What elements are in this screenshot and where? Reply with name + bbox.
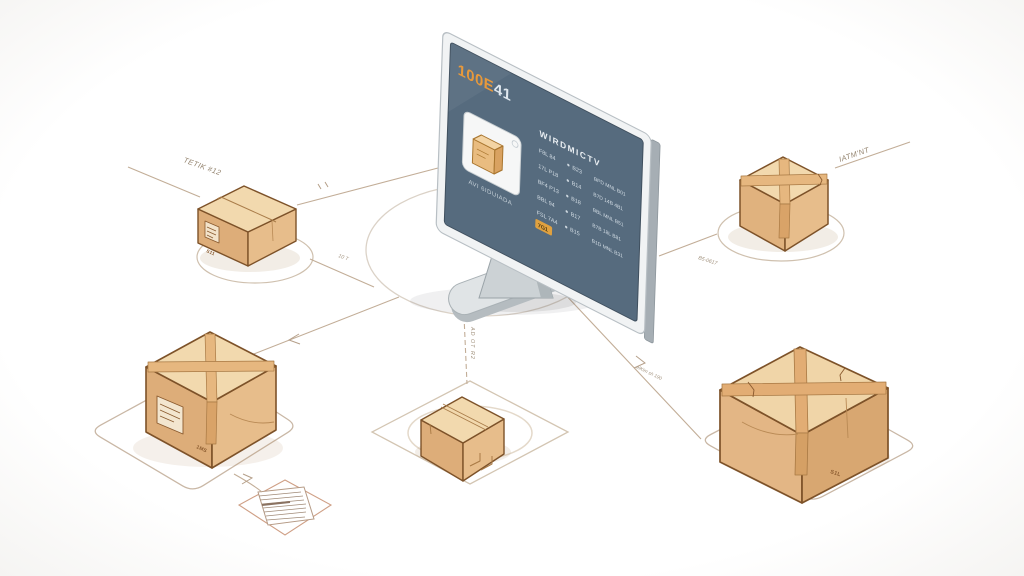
flow-arrowheads bbox=[241, 181, 646, 485]
connector-ne-hub bbox=[658, 233, 718, 257]
tape-strip-we bbox=[147, 360, 275, 373]
mark-nw-box: S11 bbox=[206, 248, 216, 256]
parcel-center bbox=[420, 396, 505, 482]
label-nw-line: TETIK #12 bbox=[182, 155, 223, 177]
box-top-face bbox=[420, 396, 505, 444]
box-icon bbox=[471, 134, 504, 175]
row-bullet bbox=[566, 194, 569, 198]
tape-strip-front bbox=[778, 203, 791, 239]
row-col2: B23 bbox=[572, 165, 582, 176]
connector-slip bbox=[233, 473, 263, 493]
card-badge-icon bbox=[511, 140, 519, 148]
highlight-tag-text: 7G1 bbox=[538, 223, 549, 234]
row-bullet bbox=[566, 179, 570, 182]
row-bullet bbox=[567, 163, 570, 167]
packing-slip bbox=[237, 479, 333, 536]
connector-nw-hub bbox=[296, 167, 439, 206]
packing-slip-lines bbox=[258, 491, 307, 521]
connector-center-drop bbox=[463, 315, 468, 385]
highlight-tag: 7G1 bbox=[535, 219, 553, 236]
box-seam bbox=[440, 403, 489, 431]
row-col2: B15 bbox=[570, 227, 580, 238]
connector-ne-outer bbox=[834, 141, 911, 169]
parcel-ne bbox=[739, 156, 829, 252]
box-crease bbox=[271, 220, 274, 242]
label-scribble bbox=[206, 226, 217, 239]
label-scribble bbox=[159, 403, 181, 423]
connector-nw-lower bbox=[309, 258, 375, 288]
desktop-monitor: 100E41 AVI 6IDUIADA WIRDMICTV F8L 84 B23… bbox=[435, 32, 661, 344]
row-bullet bbox=[565, 210, 568, 213]
packing-slip-barcode bbox=[261, 501, 291, 506]
label-drop-line: AD OT R2 bbox=[469, 326, 475, 360]
tape-drip bbox=[429, 423, 432, 435]
parcel-sw bbox=[145, 331, 277, 469]
row-col2: B18 bbox=[571, 196, 581, 207]
parcel-nw bbox=[197, 185, 297, 267]
connector-se bbox=[561, 290, 702, 440]
row-col2: B17 bbox=[571, 212, 581, 223]
tape-strip-we bbox=[740, 173, 828, 187]
parcel-se bbox=[719, 346, 889, 504]
mark-sw-box: 1MS bbox=[195, 444, 208, 454]
screen-glare bbox=[448, 42, 512, 112]
tape-pull-tab bbox=[817, 173, 823, 186]
row-col2: B14 bbox=[572, 181, 583, 192]
box-crease bbox=[741, 397, 849, 439]
tape-strip-front bbox=[794, 432, 809, 476]
row-bullet bbox=[565, 225, 568, 229]
label-hub-left: 10 T bbox=[337, 253, 350, 262]
tape-pull-outline bbox=[469, 453, 493, 471]
monitor-screen bbox=[443, 42, 644, 322]
box-seam bbox=[216, 196, 277, 223]
mark-se-box: S1L bbox=[829, 469, 841, 478]
tape-strip-front bbox=[205, 401, 218, 445]
label-hub-right: B5-0617 bbox=[697, 255, 719, 267]
tape-strip-we bbox=[721, 381, 887, 397]
connector-nw-outer bbox=[127, 166, 201, 198]
tape-pull-tab bbox=[747, 367, 846, 398]
shipping-label-patch bbox=[204, 220, 220, 244]
box-crease bbox=[229, 413, 275, 424]
